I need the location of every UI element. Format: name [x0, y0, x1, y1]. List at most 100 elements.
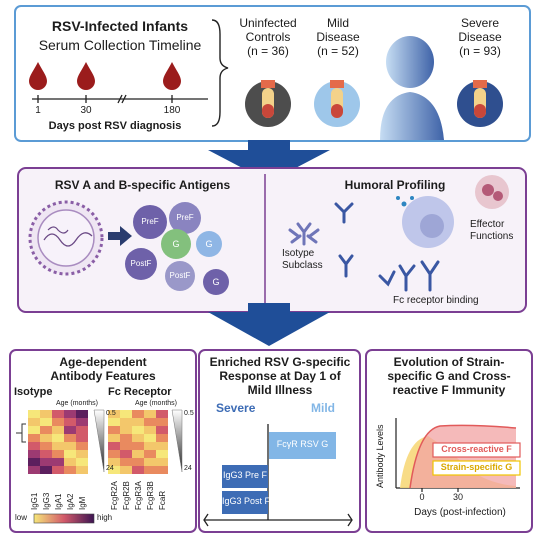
isotype-heatmap-cell — [64, 466, 76, 474]
antibody-icons — [288, 202, 440, 292]
flow-arrow-bottom — [208, 303, 330, 346]
isotype-heatmap-cell — [28, 442, 40, 450]
fc-heatmap-cell — [132, 442, 144, 450]
isotype-heatmap-cell — [64, 418, 76, 426]
fc-heatmap-cell — [144, 418, 156, 426]
fc-heatmap-cell — [156, 410, 168, 418]
severe-label: Severe — [216, 401, 256, 415]
dendrogram — [16, 423, 26, 443]
isotype-heatmap-cell — [40, 434, 52, 442]
blood-drop-icons — [29, 62, 181, 90]
isotype-heatmap-cell — [52, 466, 64, 474]
isotype-heatmap-cell — [76, 434, 88, 442]
fc-heatmap-cell — [156, 418, 168, 426]
isotype-heatmap-cell — [76, 442, 88, 450]
isotype-heatmap-cell — [64, 442, 76, 450]
blob-label-g-3: G — [212, 277, 220, 287]
heatmap-legend-bar — [33, 513, 95, 524]
isotype-heatmap-cell — [76, 426, 88, 434]
fc-heatmap-cell — [144, 410, 156, 418]
age-bottom-isotype: 24 — [106, 465, 114, 472]
fc-heatmap-cell — [108, 450, 120, 458]
bar-label-fcgr: FcγR RSV G — [276, 439, 329, 449]
isotype-heatmap-cell — [64, 458, 76, 466]
fc-heatmap-cell — [120, 458, 132, 466]
blob-label-postf-1: PostF — [130, 259, 152, 268]
effector-cell-icon — [396, 196, 454, 248]
g-panel-title: Enriched RSV G-specific Response at Day … — [209, 355, 351, 397]
isotype-heatmap-cell — [28, 458, 40, 466]
fc-heatmap-cell — [108, 418, 120, 426]
evo-tick-30: 30 — [452, 492, 463, 502]
isotype-heatmap-cell — [28, 466, 40, 474]
fc-heatmap-cell — [108, 458, 120, 466]
evo-tick-0: 0 — [419, 492, 425, 502]
isotype-heatmap-cell — [40, 410, 52, 418]
legend-strain-box — [432, 460, 521, 476]
isotype-heatmap-cell — [64, 410, 76, 418]
fc-heatmap-cell — [120, 442, 132, 450]
timeline-axis — [32, 94, 208, 104]
legend-low: low — [15, 513, 28, 522]
severe-tube-icon — [457, 80, 503, 127]
legend-high: high — [97, 513, 113, 522]
isotype-heatmap-cell — [64, 434, 76, 442]
blob-label-pref-2: PreF — [176, 213, 194, 222]
blob-label-g-2: G — [205, 239, 213, 249]
fc-heatmap-cell — [156, 450, 168, 458]
control-tube-icon — [245, 80, 291, 127]
isotype-column-label: IgA2 — [66, 493, 75, 510]
timeline-subtitle: Serum Collection Timeline — [38, 37, 202, 53]
fc-column-label: FcgR3A — [134, 481, 143, 510]
group-mild-label: Mild Disease (n = 52) — [316, 16, 360, 58]
isotype-heatmap-cell — [28, 418, 40, 426]
blob-label-g-1: G — [172, 239, 180, 249]
tick-1: 1 — [35, 105, 41, 116]
fc-heatmap-cell — [156, 442, 168, 450]
fc-heatmap-cell — [132, 450, 144, 458]
bar-label-pre-f: IgG3 Pre F — [222, 470, 267, 480]
isotype-heatmap-cell — [76, 418, 88, 426]
isotype-heatmap-cell — [40, 466, 52, 474]
isotype-heatmap-cell — [64, 426, 76, 434]
fc-heatmap-cell — [108, 426, 120, 434]
tick-30: 30 — [80, 105, 92, 116]
isotype-heatmap-cell — [52, 410, 64, 418]
isotype-heatmap-cell — [40, 458, 52, 466]
isotype-heatmap-cell — [64, 450, 76, 458]
fc-heatmap-cell — [144, 450, 156, 458]
flow-arrow-top — [208, 140, 330, 182]
bar-fcgr-rsv-g — [269, 432, 336, 459]
fc-heatmap-cell — [144, 434, 156, 442]
fc-heatmap-cell — [108, 410, 120, 418]
fc-heatmap-cell — [120, 410, 132, 418]
fc-heatmap-cell — [156, 466, 168, 474]
fc-heatmap-cell — [120, 426, 132, 434]
mild-tube-icon — [314, 80, 360, 127]
isotype-heatmap-cell — [52, 418, 64, 426]
age-bottom-fc: 24 — [184, 465, 192, 472]
infant-silhouette-icon — [380, 36, 444, 140]
isotype-heatmap-cell — [40, 450, 52, 458]
isotype-heatmap-cell — [76, 410, 88, 418]
group-severe-label: Severe Disease (n = 93) — [458, 16, 502, 58]
age-top-fc: 0.5 — [184, 410, 194, 417]
isotype-heatmap-cell — [76, 466, 88, 474]
antigen-blobs — [125, 202, 229, 295]
evo-ylabel: Antibody Levels — [375, 424, 385, 488]
fc-column-label: FcgR2A — [110, 481, 119, 510]
fc-heatmap-cell — [120, 450, 132, 458]
bar-label-post-f: IgG3 Post F — [222, 496, 271, 506]
age-label-fc: Age (months) — [135, 400, 178, 407]
isotype-heatmap-cell — [76, 458, 88, 466]
fc-receptor-binding-label: Fc receptor binding — [393, 295, 479, 306]
isotype-heatmap-cell — [28, 450, 40, 458]
isotype-column-label: IgG3 — [42, 492, 51, 510]
fc-heatmap-cell — [132, 418, 144, 426]
fc-column-label: FcgR3B — [146, 481, 155, 510]
isotype-heatmap-label: Isotype — [14, 386, 53, 398]
age-panel-title: Age-dependent Antibody Features — [50, 355, 156, 383]
isotype-heatmap-cell — [40, 418, 52, 426]
fc-heatmap-cell — [132, 466, 144, 474]
